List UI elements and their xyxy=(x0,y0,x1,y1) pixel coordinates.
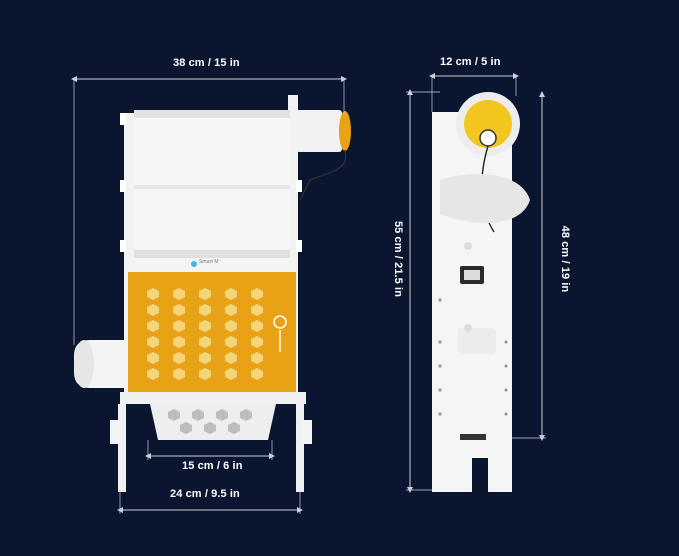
right-leg xyxy=(296,404,304,492)
dim-base-width: 24 cm / 9.5 in xyxy=(170,488,240,500)
side-view xyxy=(432,92,530,492)
dim-frame-height: 48 cm / 19 in xyxy=(559,225,571,293)
front-view xyxy=(74,95,351,492)
motor-end-cap xyxy=(339,111,351,151)
roll-hub-icon xyxy=(479,129,497,147)
motor-cable xyxy=(299,149,347,201)
brand-logo-icon xyxy=(191,261,197,267)
brand-strip xyxy=(128,258,296,272)
dim-side-depth: 12 cm / 5 in xyxy=(440,56,501,68)
motor-housing xyxy=(296,110,342,152)
dim-tray-width: 15 cm / 6 in xyxy=(182,460,243,472)
left-side-rail xyxy=(124,113,134,393)
brand-label: Smart M xyxy=(199,259,219,265)
roll-end-cap xyxy=(464,100,512,148)
panel-logo-icon xyxy=(273,315,287,329)
dimension-lines xyxy=(71,73,546,514)
filter-panel-hex-grid xyxy=(143,288,273,380)
dim-front-width-top: 38 cm / 15 in xyxy=(173,57,240,69)
right-side-rail xyxy=(288,95,298,395)
dim-total-height: 55 cm / 21.5 in xyxy=(392,220,404,298)
tray-shelf xyxy=(120,392,306,404)
left-leg xyxy=(118,404,126,492)
collection-tray xyxy=(150,404,276,440)
